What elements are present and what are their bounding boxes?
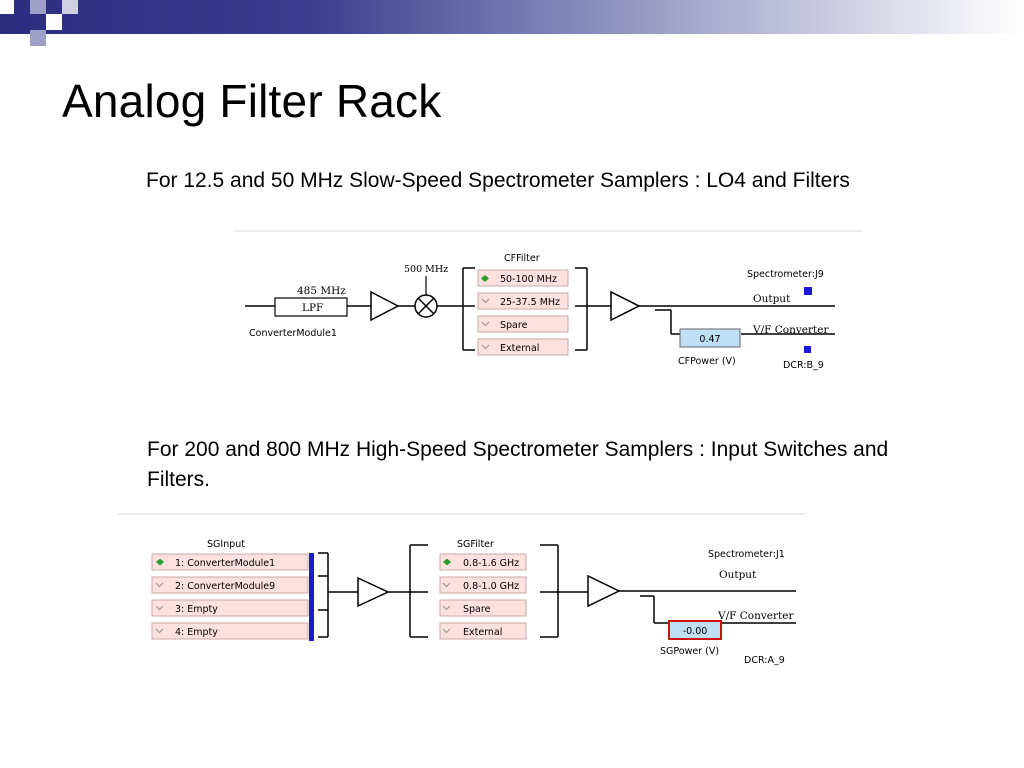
lpf-box — [274, 297, 348, 317]
deco-square — [30, 0, 46, 14]
svg-text:25-37.5 MHz: 25-37.5 MHz — [500, 297, 560, 308]
filter-option[interactable]: Spare — [439, 599, 527, 617]
chevron-down-icon — [442, 582, 451, 588]
module-label: ConverterModule1 — [249, 328, 337, 339]
chevron-down-icon — [155, 628, 164, 634]
chevron-down-icon — [481, 321, 490, 327]
power-value-box — [668, 620, 722, 640]
svg-text:50-100 MHz: 50-100 MHz — [500, 274, 557, 285]
power-value: -0.00 — [683, 626, 708, 637]
spectrometer-label: Spectrometer:J9 — [747, 269, 824, 280]
filter-option[interactable]: 0.8-1.6 GHz — [439, 553, 527, 571]
vf-converter-label: V/F Converter — [717, 610, 794, 622]
amplifier-icon — [610, 290, 641, 322]
chevron-down-icon — [442, 628, 451, 634]
filter-option[interactable]: 0.8-1.0 GHz — [439, 576, 527, 594]
filter-option[interactable]: External — [477, 338, 569, 356]
power-value: 0.47 — [699, 334, 720, 345]
svg-text:1: ConverterModule1: 1: ConverterModule1 — [175, 558, 275, 569]
deco-square — [30, 30, 46, 46]
chevron-down-icon — [481, 344, 490, 350]
svg-text:Spare: Spare — [500, 320, 528, 331]
caption-high-speed: For 200 and 800 MHz High-Speed Spectrome… — [147, 438, 889, 491]
svg-text:External: External — [500, 343, 539, 354]
svg-text:4: Empty: 4: Empty — [175, 627, 218, 638]
input-option[interactable]: 1: ConverterModule1 — [151, 553, 309, 571]
dcr-label: DCR:A_9 — [744, 655, 785, 666]
caption-slow-speed: For 12.5 and 50 MHz Slow-Speed Spectrome… — [146, 169, 850, 192]
power-value-box — [679, 328, 741, 348]
filter-option[interactable]: Spare — [477, 315, 569, 333]
amplifier-icon — [370, 290, 400, 322]
svg-text:0.8-1.6 GHz: 0.8-1.6 GHz — [463, 558, 519, 569]
input-title: SGInput — [207, 539, 245, 550]
cffilter-rack-diagram: 485 MHz LPF ConverterModule1 500 MHz CFF… — [235, 230, 863, 371]
dcr-label: DCR:B_9 — [783, 360, 824, 371]
chevron-down-icon — [481, 298, 490, 304]
deco-square — [14, 46, 30, 62]
filter-option[interactable]: External — [439, 622, 527, 640]
spectrometer-label: Spectrometer:J1 — [708, 549, 785, 560]
deco-square — [14, 14, 30, 30]
deco-square — [46, 14, 62, 30]
power-label: CFPower (V) — [678, 356, 736, 367]
freq-label: 485 MHz — [297, 285, 346, 297]
output-label: Output — [753, 293, 791, 305]
chevron-down-icon — [155, 605, 164, 611]
svg-text:0.8-1.0 GHz: 0.8-1.0 GHz — [463, 581, 519, 592]
vf-converter-label: V/F Converter — [752, 324, 829, 336]
svg-text:2: ConverterModule9: 2: ConverterModule9 — [175, 581, 275, 592]
amplifier-icon — [587, 574, 621, 608]
filter-option[interactable]: 25-37.5 MHz — [477, 292, 569, 310]
chevron-down-icon — [155, 582, 164, 588]
selected-diamond-icon — [443, 558, 451, 566]
filter-option[interactable]: 50-100 MHz — [477, 269, 569, 287]
slide-title: Analog Filter Rack — [62, 75, 442, 127]
chevron-down-icon — [442, 605, 451, 611]
lpf-label: LPF — [302, 302, 323, 314]
header-gradient-band — [0, 0, 1024, 34]
deco-square — [0, 0, 14, 14]
input-option[interactable]: 3: Empty — [151, 599, 309, 617]
input-option[interactable]: 2: ConverterModule9 — [151, 576, 309, 594]
amplifier-icon — [357, 576, 390, 608]
svg-text:External: External — [463, 627, 502, 638]
input-option[interactable]: 4: Empty — [151, 622, 309, 640]
sgfilter-rack-diagram: SGInput 1: ConverterModule1 2: Converter… — [118, 513, 806, 666]
vf-indicator — [804, 346, 811, 353]
mixer-label: 500 MHz — [404, 264, 448, 275]
filter-title: CFFilter — [504, 253, 540, 264]
filter-title: SGFilter — [457, 539, 494, 550]
selected-diamond-icon — [156, 558, 164, 566]
selection-bar — [309, 553, 314, 641]
output-label: Output — [719, 569, 757, 581]
deco-square — [62, 0, 78, 14]
selected-diamond-icon — [481, 275, 489, 282]
power-label: SGPower (V) — [660, 646, 719, 657]
svg-text:3: Empty: 3: Empty — [175, 604, 218, 615]
svg-text:Spare: Spare — [463, 604, 491, 615]
output-indicator — [804, 287, 812, 295]
